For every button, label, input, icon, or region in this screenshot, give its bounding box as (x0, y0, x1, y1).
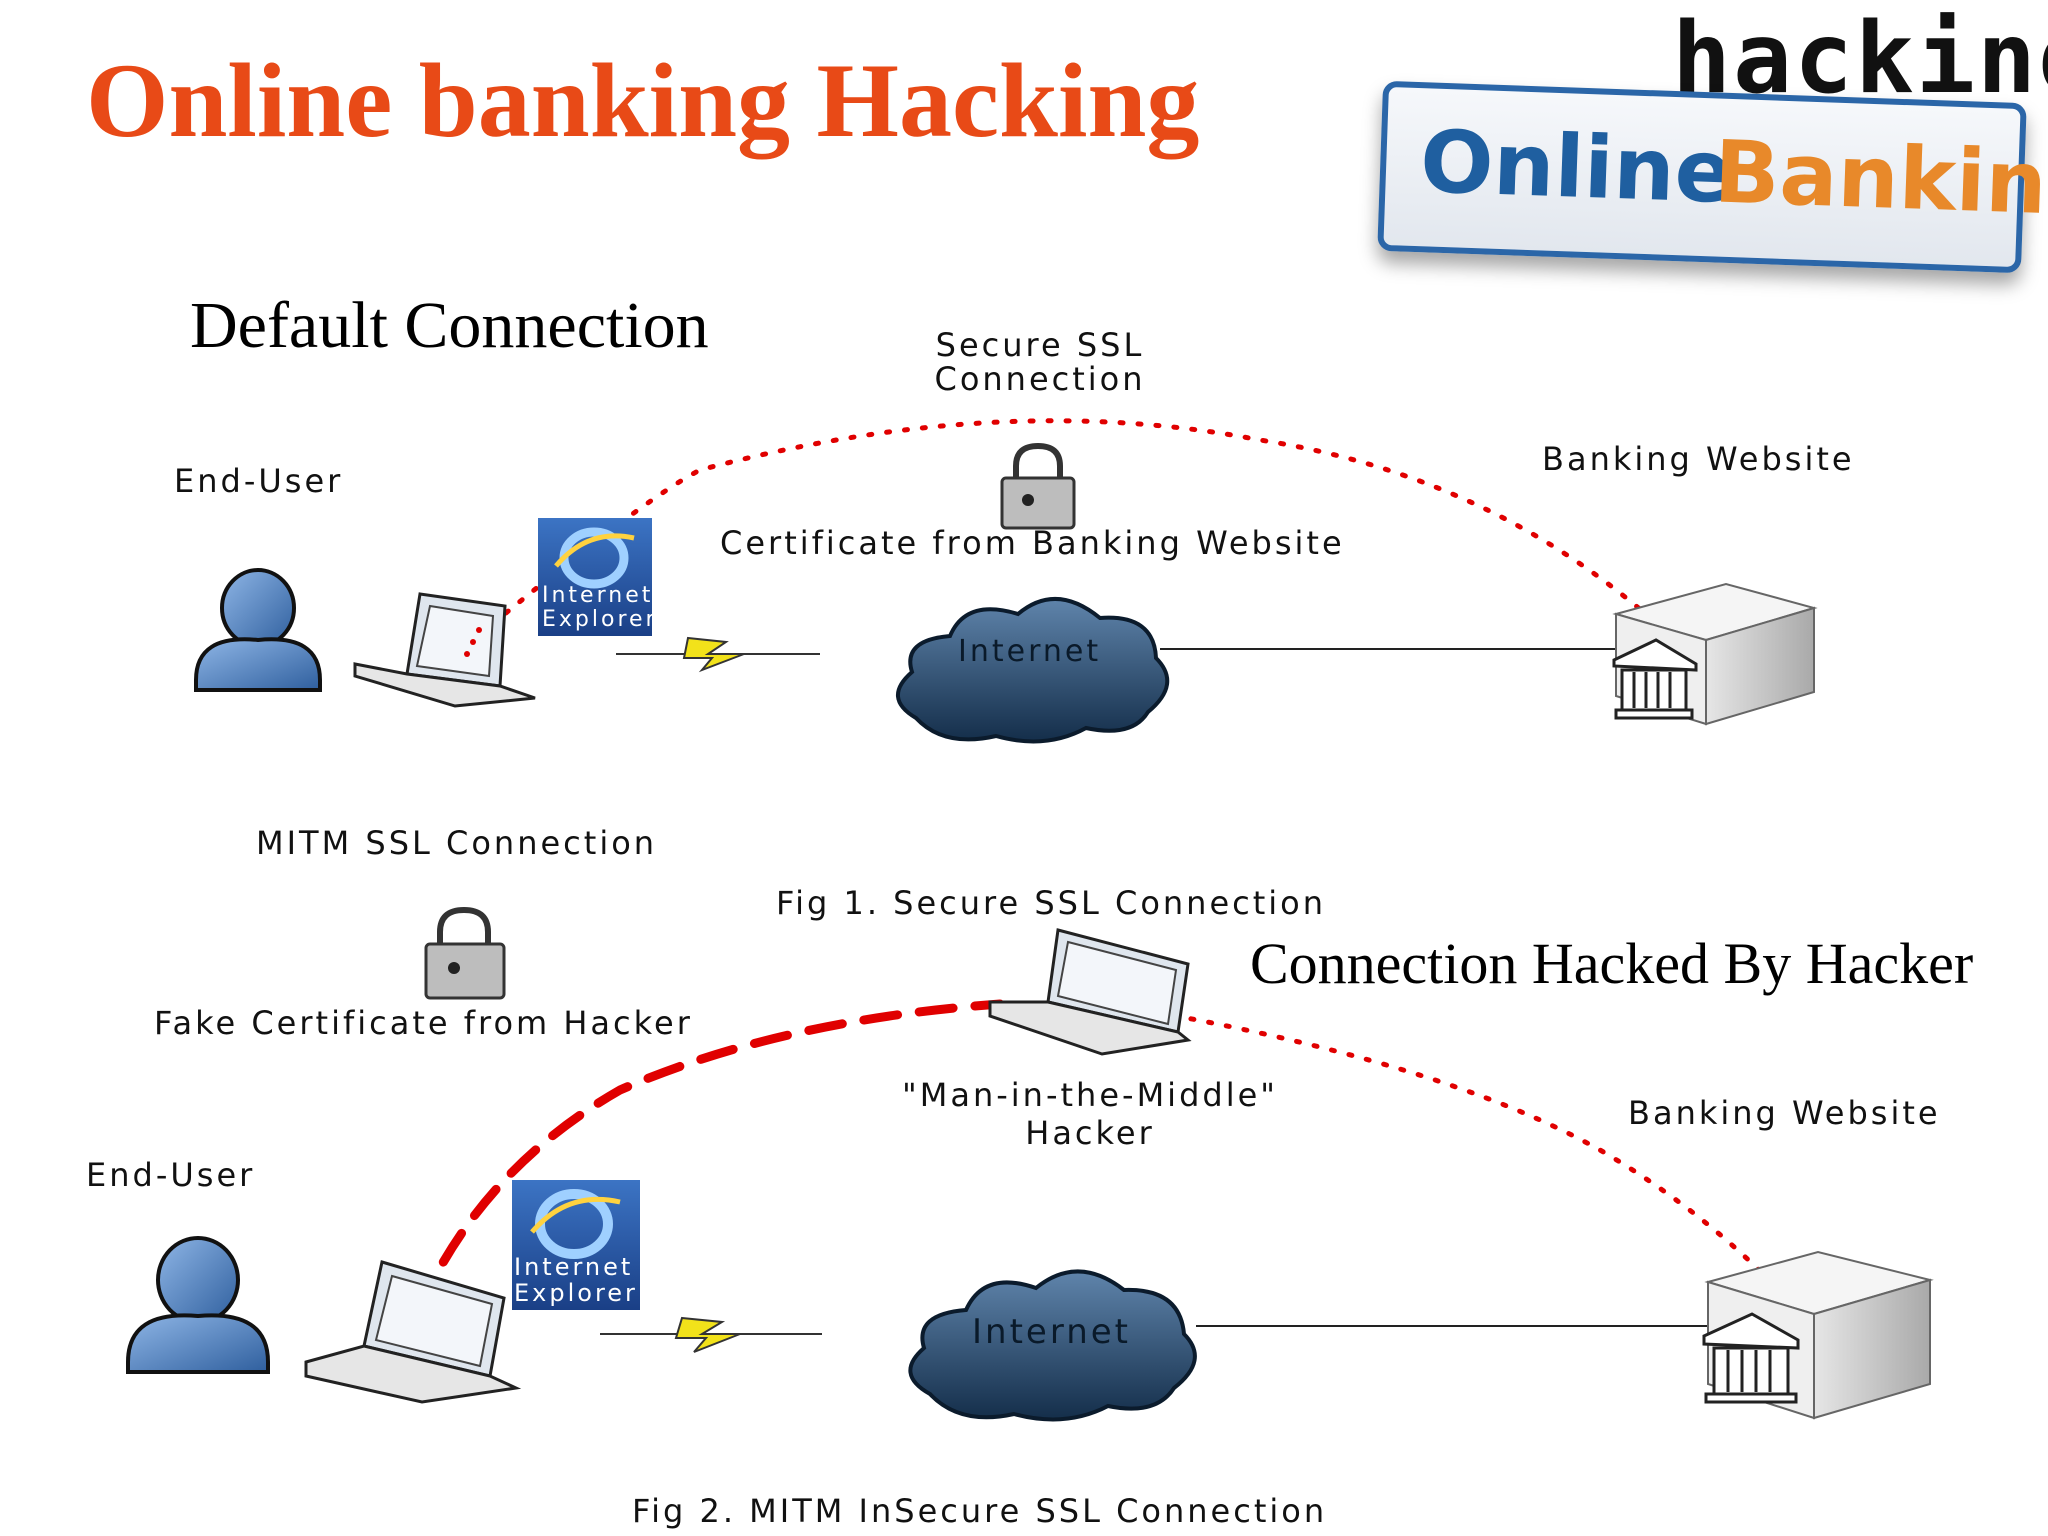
fig2-ie-line2: Explorer (514, 1279, 638, 1307)
logo-banking-text: Banking (1712, 122, 2048, 237)
fig2-hacker-line1: "Man-in-the-Middle" (902, 1076, 1278, 1114)
fig2-bank-label: Banking Website (1628, 1094, 1941, 1132)
fig1-cloud-label: Internet (958, 634, 1102, 669)
bank-server-icon (1702, 1250, 1934, 1420)
internet-explorer-icon (538, 518, 652, 636)
fig1-ssl-label-line2: Connection (934, 360, 1146, 398)
fig2-caption: Fig 2. MITM InSecure SSL Connection (632, 1492, 1328, 1530)
fig2-end-user-label: End-User (86, 1156, 256, 1194)
padlock-icon (424, 906, 506, 1000)
bank-server-icon (1612, 582, 1818, 726)
mitm-arc-hacker-to-bank (1117, 1003, 1809, 1323)
hacker-laptop-icon (988, 928, 1192, 1056)
fig2-ie-line1: Internet (514, 1253, 634, 1281)
fig2-certificate-label: Fake Certificate from Hacker (154, 1004, 693, 1042)
lightning-icon (600, 1316, 822, 1353)
fig2-hacked-title: Connection Hacked By Hacker (1250, 931, 1974, 996)
page-title: Online banking Hacking (86, 42, 1200, 159)
ssl-arc-1 (475, 418, 1703, 668)
internet-explorer-icon (512, 1180, 640, 1310)
laptop-icon (304, 1260, 522, 1404)
logo-online-text: Online (1418, 112, 1735, 224)
cloud-icon (908, 1269, 1197, 1422)
fig1-ssl-label: Secure SSL Connection (900, 328, 1180, 396)
fig1-ie-line2: Explorer (542, 607, 658, 632)
fig2-section-label: MITM SSL Connection (256, 824, 658, 862)
fig2-hacker-label: "Man-in-the-Middle" Hacker (850, 1076, 1330, 1152)
user-icon (194, 568, 322, 692)
mitm-arc-user-to-hacker (413, 999, 1005, 1317)
fig2-hacker-line2: Hacker (1025, 1114, 1155, 1152)
fig1-section-title: Default Connection (190, 289, 709, 362)
fig1-end-user-label: End-User (174, 462, 344, 500)
fig1-ie-line1: Internet (542, 583, 654, 608)
online-banking-logo: Online Banking (1377, 80, 2048, 274)
laptop-icon (353, 592, 536, 708)
padlock-icon (1000, 442, 1076, 530)
user-icon (126, 1236, 270, 1374)
fig1-caption: Fig 1. Secure SSL Connection (776, 884, 1327, 922)
lightning-icon (616, 636, 820, 673)
fig1-certificate-label: Certificate from Banking Website (720, 524, 1345, 562)
fig2-cloud-label: Internet (972, 1312, 1132, 1352)
fig1-bank-label: Banking Website (1542, 440, 1855, 478)
fig1-ie-label: Internet Explorer (542, 584, 658, 632)
cloud-icon (895, 597, 1170, 744)
fig1-ssl-label-line1: Secure SSL (935, 326, 1145, 364)
fig2-ie-label: Internet Explorer (514, 1254, 638, 1306)
